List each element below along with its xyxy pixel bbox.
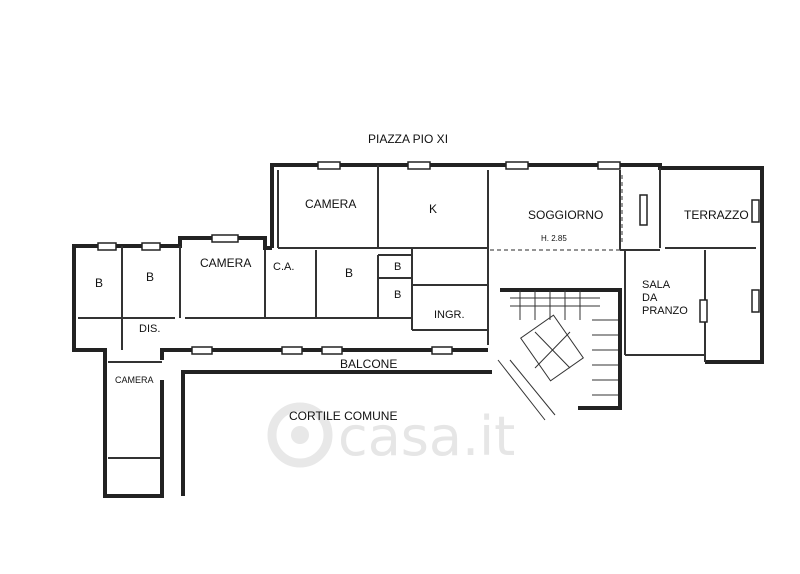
room-label-kitchen: K — [429, 202, 437, 216]
window — [751, 199, 760, 223]
window — [191, 346, 213, 355]
room-label-balcone: BALCONE — [340, 357, 397, 371]
room-labels: PIAZZA PIO XI CAMERA K SOGGIORNO H. 2.85… — [95, 132, 749, 423]
room-label-camera-mid: CAMERA — [200, 256, 251, 270]
room-label-ingr: INGR. — [434, 309, 465, 321]
window — [751, 289, 760, 313]
window-marks — [97, 161, 760, 355]
street-label: PIAZZA PIO XI — [368, 132, 448, 146]
room-label-cortile: CORTILE COMUNE — [289, 409, 397, 423]
room-label-bath-small-1: B — [394, 261, 401, 273]
watermark-text: casa.it — [338, 405, 515, 468]
room-label-sala: SALA — [642, 279, 671, 291]
room-label-bath-center: B — [345, 266, 353, 280]
window — [141, 242, 161, 251]
room-label-bath-left-1: B — [95, 276, 103, 290]
watermark: casa.it — [267, 402, 515, 468]
window — [699, 299, 708, 323]
room-label-pranzo: PRANZO — [642, 305, 688, 317]
room-label-ca: C.A. — [273, 261, 294, 273]
window — [431, 346, 453, 355]
window — [639, 194, 648, 226]
window — [597, 161, 621, 170]
dashed-openings — [490, 175, 623, 251]
room-label-da: DA — [642, 292, 658, 304]
room-label-bath-left-2: B — [146, 270, 154, 284]
window — [317, 161, 341, 170]
window — [321, 346, 343, 355]
staircase — [497, 290, 618, 421]
window — [211, 234, 239, 243]
window — [97, 242, 117, 251]
window — [407, 161, 431, 170]
window — [281, 346, 303, 355]
inner-walls — [78, 165, 756, 459]
watermark-logo-icon — [267, 402, 333, 468]
window — [505, 161, 529, 170]
room-label-dis: DIS. — [139, 323, 160, 335]
room-label-bath-small-2: B — [394, 289, 401, 301]
room-label-camera-low: CAMERA — [115, 375, 154, 385]
room-label-terrazzo: TERRAZZO — [684, 208, 749, 222]
room-label-soggiorno: SOGGIORNO — [528, 208, 603, 222]
room-height: H. 2.85 — [541, 234, 567, 243]
room-label-camera-top: CAMERA — [305, 197, 356, 211]
